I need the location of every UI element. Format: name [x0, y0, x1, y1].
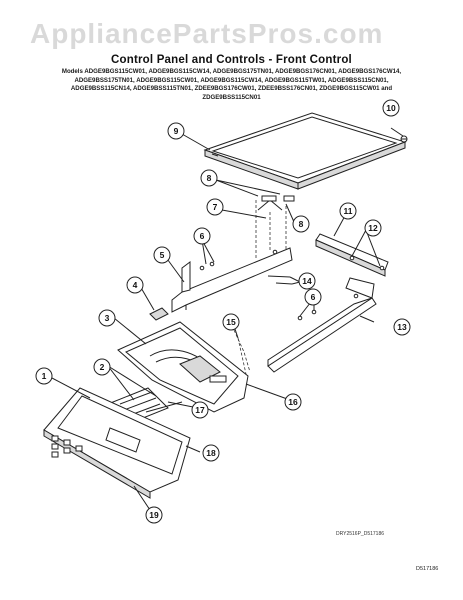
svg-text:8: 8	[207, 173, 212, 183]
callout-15: 15	[222, 313, 240, 331]
callout-3: 3	[98, 309, 116, 327]
callout-8b: 8	[292, 215, 310, 233]
svg-text:1: 1	[42, 371, 47, 381]
svg-text:6: 6	[200, 231, 205, 241]
svg-text:5: 5	[160, 250, 165, 260]
callout-8a: 8	[200, 169, 218, 187]
part-left-side-panel	[171, 247, 293, 313]
part-control-frame	[117, 321, 249, 413]
svg-text:19: 19	[149, 510, 159, 520]
part-screws-middle	[267, 275, 293, 285]
svg-text:16: 16	[288, 397, 298, 407]
part-harness	[233, 329, 251, 373]
page-code: D517186	[416, 566, 439, 572]
svg-text:13: 13	[397, 322, 407, 332]
callout-16: 16	[284, 393, 302, 411]
svg-text:10: 10	[386, 103, 396, 113]
svg-text:9: 9	[174, 126, 179, 136]
model-line: Models ADGE9BGS115CW01, ADGE9BGS115CW14,…	[61, 68, 402, 75]
callout-7: 7	[206, 198, 224, 216]
svg-text:8: 8	[299, 219, 304, 229]
svg-text:7: 7	[213, 202, 218, 212]
part-front-panel	[43, 387, 191, 499]
model-line: ADGE9BSS115CN14, ADGE9BSS115TN01, ZDEE9B…	[70, 85, 393, 93]
part-top-panel	[203, 112, 407, 190]
callout-2: 2	[93, 358, 111, 376]
drawing-code: DRY2516P_D517186	[336, 531, 385, 537]
callout-1: 1	[35, 367, 53, 385]
callout-12: 12	[364, 219, 382, 237]
part-rear-bracket	[315, 233, 389, 277]
callout-6b: 6	[304, 288, 322, 306]
part-right-side-panel	[267, 277, 377, 373]
model-line: ZDGE9BSS115CN01	[202, 93, 261, 101]
svg-text:6: 6	[311, 292, 316, 302]
callout-10: 10	[382, 99, 400, 117]
model-list: Models ADGE9BGS115CW01, ADGE9BGS115CW14,…	[20, 68, 443, 102]
svg-text:3: 3	[105, 313, 110, 323]
svg-text:12: 12	[368, 223, 378, 233]
svg-text:2: 2	[100, 362, 105, 372]
callout-18: 18	[202, 444, 220, 462]
diagram-title: Control Panel and Controls - Front Contr…	[111, 54, 352, 66]
watermark: AppliancePartsPros.com	[30, 18, 384, 49]
callout-4: 4	[126, 276, 144, 294]
callout-17: 17	[191, 401, 209, 419]
callout-14: 14	[298, 272, 316, 290]
callout-5: 5	[153, 246, 171, 264]
svg-text:15: 15	[226, 317, 236, 327]
callout-6a: 6	[193, 227, 211, 245]
svg-text:18: 18	[206, 448, 216, 458]
part-brackets	[255, 195, 295, 262]
callout-11: 11	[339, 202, 357, 220]
callout-9: 9	[167, 122, 185, 140]
svg-text:17: 17	[195, 405, 205, 415]
callout-13: 13	[393, 318, 411, 336]
part-screw	[400, 135, 408, 143]
svg-text:11: 11	[344, 206, 353, 216]
model-line: ADGE9BSS175TN01, ADGE9BGS115CW01, ADGE9B…	[74, 76, 389, 84]
part-knob	[149, 307, 169, 321]
callout-19: 19	[145, 506, 163, 524]
svg-text:14: 14	[302, 276, 312, 286]
svg-text:4: 4	[133, 280, 138, 290]
